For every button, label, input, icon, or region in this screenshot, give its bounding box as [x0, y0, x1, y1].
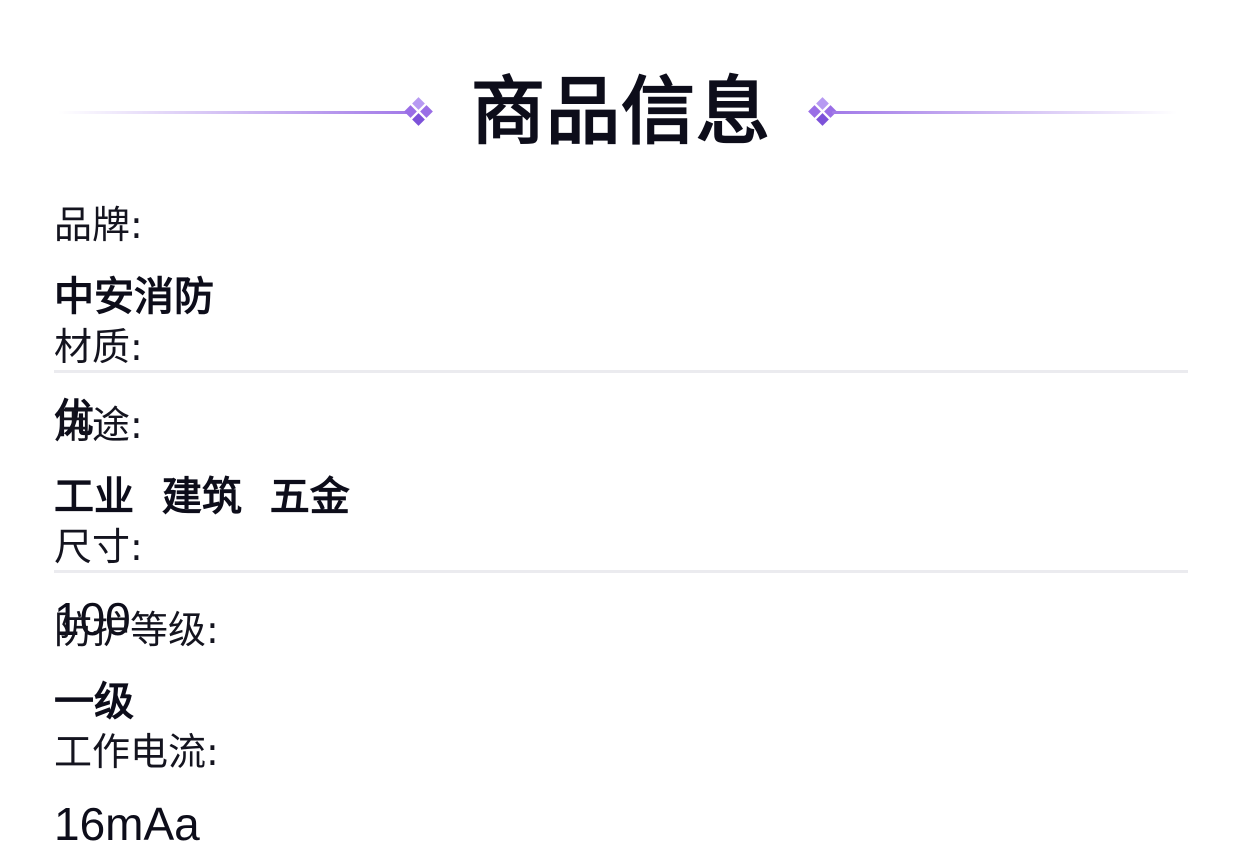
info-label: 防护等级: [54, 608, 219, 652]
info-label: 用途: [54, 403, 143, 447]
info-value: 16mAa [54, 798, 200, 850]
info-item-working-current: 工作电流: 16mAa [54, 727, 1188, 849]
info-value: 一级 [54, 679, 134, 725]
row-divider [54, 570, 1188, 573]
info-item-protection-level: 防护等级: 一级 [54, 605, 1188, 727]
info-row: 用途: 工业 建筑 五金 尺寸: 100 [54, 400, 1188, 644]
section-header: 商品信息 [0, 62, 1242, 162]
info-label: 尺寸: [54, 525, 143, 569]
info-label: 工作电流: [54, 730, 219, 774]
info-value: 优 [54, 396, 94, 442]
info-value: 工业 建筑 五金 [54, 474, 350, 520]
header-divider-left [58, 111, 410, 114]
info-row: 防护等级: 一级 工作电流: 16mAa [54, 605, 1188, 849]
section-title: 商品信息 [471, 69, 771, 155]
info-label: 材质: [54, 325, 143, 369]
info-item-brand: 品牌: 中安消防 [54, 200, 1188, 322]
header-divider-right [832, 111, 1177, 114]
info-label: 品牌: [54, 203, 143, 247]
info-item-size: 尺寸: 100 [54, 522, 1188, 644]
info-item-usage: 用途: 工业 建筑 五金 [54, 400, 1188, 522]
info-value: 中安消防 [54, 274, 214, 320]
info-row: 品牌: 中安消防 材质: 优 [54, 200, 1188, 444]
row-divider [54, 370, 1188, 373]
info-value: 100 [54, 593, 131, 645]
info-item-material: 材质: 优 [54, 322, 1188, 444]
